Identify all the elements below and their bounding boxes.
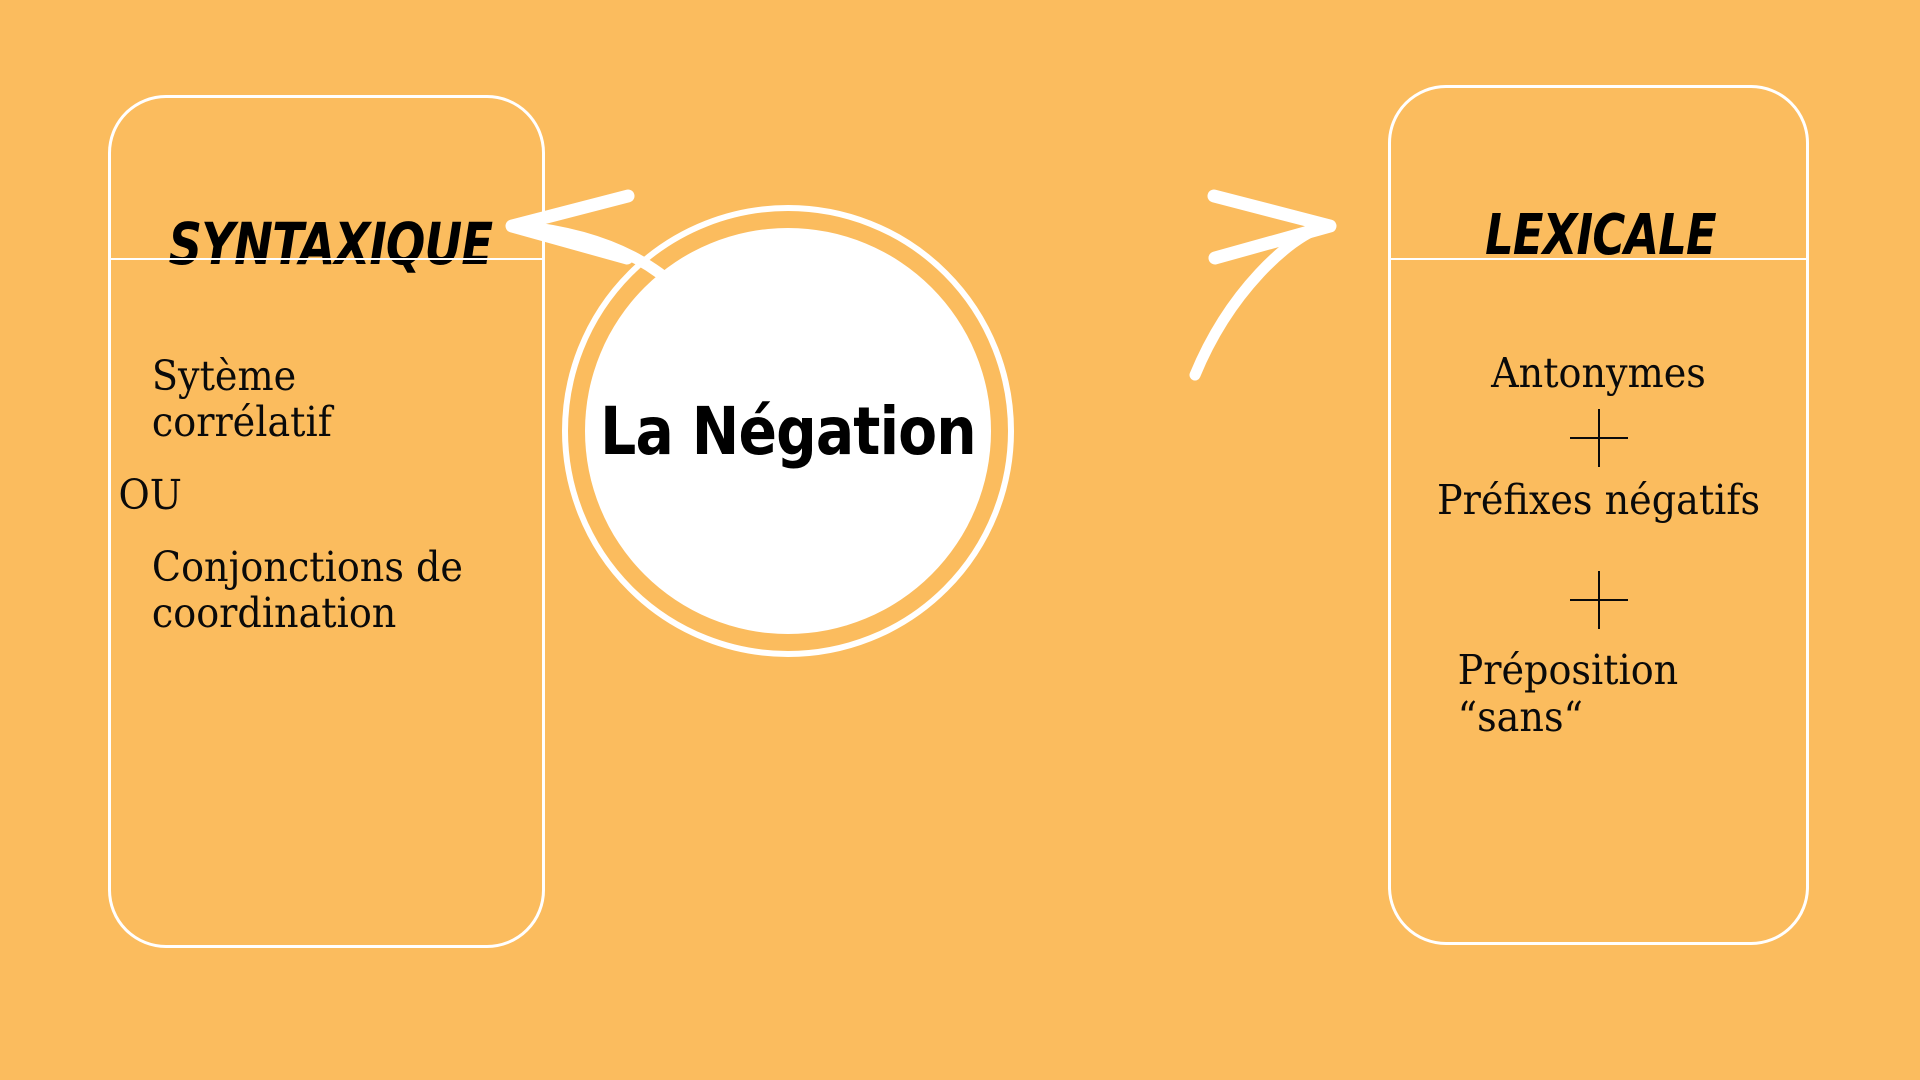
branch-title-lexicale: LEXICALE [1485, 203, 1716, 268]
center-circle [585, 228, 991, 634]
plus-icon [1569, 571, 1628, 630]
list-item: Sytème corrélatif [151, 352, 332, 447]
branch-body-syntaxique: Sytème corrélatif OU Conjonctions de coo… [111, 353, 542, 637]
center-ring [562, 205, 1014, 657]
list-item: Préfixes négatifs [1436, 475, 1761, 524]
list-item: Préposition “sans“ [1457, 646, 1679, 742]
branch-title-syntaxique: SYNTAXIQUE [168, 210, 493, 278]
plus-icon [1569, 408, 1628, 467]
card-divider [1390, 258, 1807, 260]
list-item: Antonymes [1491, 349, 1706, 397]
center-title: La Négation [600, 392, 977, 470]
branch-card-lexicale[interactable]: LEXICALE Antonymes Préfixes négatifs Pré… [1388, 85, 1809, 945]
card-divider [110, 258, 543, 260]
arrow-right-icon [1189, 189, 1337, 381]
branch-body-lexicale: Antonymes Préfixes négatifs Préposition … [1391, 328, 1806, 741]
branch-card-syntaxique[interactable]: SYNTAXIQUE Sytème corrélatif OU Conjonct… [108, 95, 545, 948]
list-item: Conjonctions de coordination [151, 542, 464, 638]
list-item: OU [118, 470, 182, 519]
